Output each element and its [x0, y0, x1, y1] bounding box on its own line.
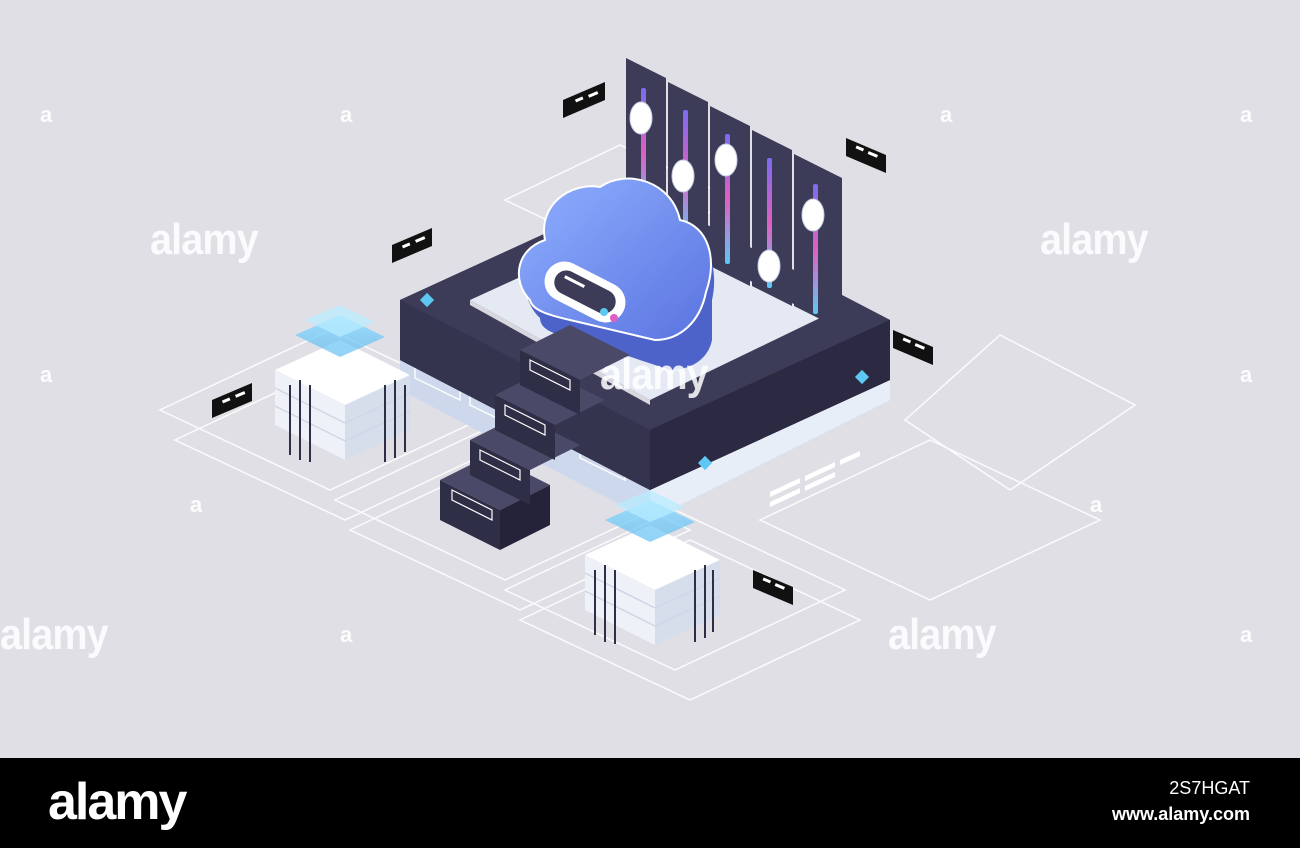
server-stack-icon-left	[274, 305, 411, 462]
watermark-text: alamy	[150, 215, 259, 264]
watermark-letter: a	[340, 622, 353, 647]
watermark-letter: a	[1240, 102, 1253, 127]
cloud-server-icon	[517, 177, 715, 370]
server-stairs	[440, 325, 630, 550]
image-id: 2S7HGAT	[1169, 778, 1250, 798]
code-tag-icon	[212, 383, 252, 418]
watermark-text: alamy	[600, 350, 709, 399]
code-tag-icons	[212, 82, 933, 605]
code-tag-icon	[846, 138, 886, 173]
isometric-cloud-illustration	[158, 58, 1137, 701]
code-tag-icon	[893, 330, 933, 365]
code-tag-icon	[753, 570, 793, 605]
server-stack-icon-bottom	[584, 490, 721, 645]
watermark-text: alamy	[0, 610, 109, 659]
watermark-letter: a	[190, 492, 203, 517]
watermark-text: alamy	[1040, 215, 1149, 264]
code-tag-icon	[563, 82, 605, 118]
code-tag-icon	[392, 228, 432, 263]
watermark-letter: a	[1090, 492, 1103, 517]
watermark-letter: a	[1240, 622, 1253, 647]
watermark-letter: a	[340, 102, 353, 127]
watermark-letter: a	[1240, 362, 1253, 387]
alamy-logo: alamy	[48, 773, 187, 831]
watermark-letter: a	[40, 102, 53, 127]
watermark-letter: a	[40, 362, 53, 387]
site-url: www.alamy.com	[1111, 804, 1250, 824]
watermark-letter: a	[940, 102, 953, 127]
watermark-text: alamy	[888, 610, 997, 659]
stock-footer-bar: alamy 2S7HGAT www.alamy.com	[0, 758, 1300, 848]
